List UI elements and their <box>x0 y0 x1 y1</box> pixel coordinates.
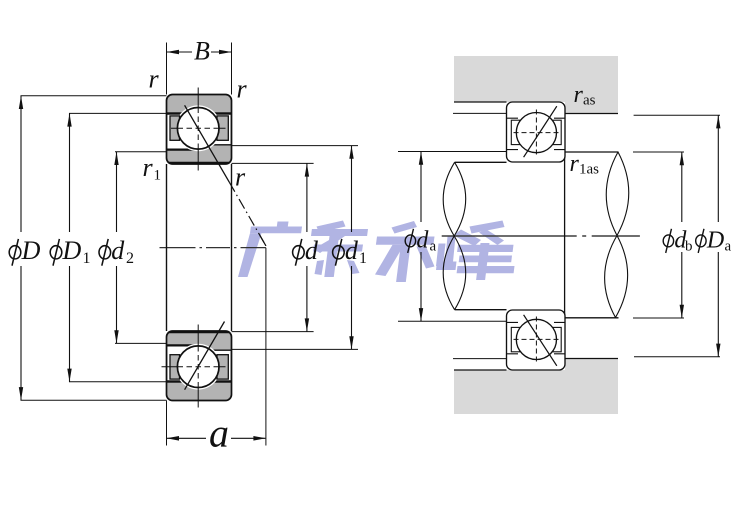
svg-text:2: 2 <box>126 250 134 267</box>
svg-text:d: d <box>345 236 359 265</box>
svg-text:D: D <box>21 236 41 265</box>
svg-text:a: a <box>430 239 437 255</box>
svg-text:a: a <box>725 239 732 255</box>
svg-text:D: D <box>706 228 724 254</box>
svg-text:d: d <box>111 236 125 265</box>
svg-text:as: as <box>583 93 596 109</box>
svg-text:r: r <box>149 65 160 94</box>
svg-text:b: b <box>685 239 693 255</box>
svg-text:r: r <box>143 153 154 182</box>
svg-text:1: 1 <box>154 168 162 184</box>
svg-text:r: r <box>570 151 580 177</box>
svg-text:a: a <box>209 411 229 456</box>
svg-text:1as: 1as <box>579 162 599 178</box>
svg-text:d: d <box>305 236 319 265</box>
svg-text:D: D <box>62 236 82 265</box>
svg-text:B: B <box>194 37 210 66</box>
svg-text:r: r <box>235 163 246 192</box>
svg-text:1: 1 <box>83 250 91 267</box>
svg-text:d: d <box>416 228 429 254</box>
svg-text:r: r <box>237 74 248 103</box>
svg-text:r: r <box>574 82 584 108</box>
svg-text:d: d <box>674 228 687 254</box>
svg-text:1: 1 <box>359 250 367 267</box>
